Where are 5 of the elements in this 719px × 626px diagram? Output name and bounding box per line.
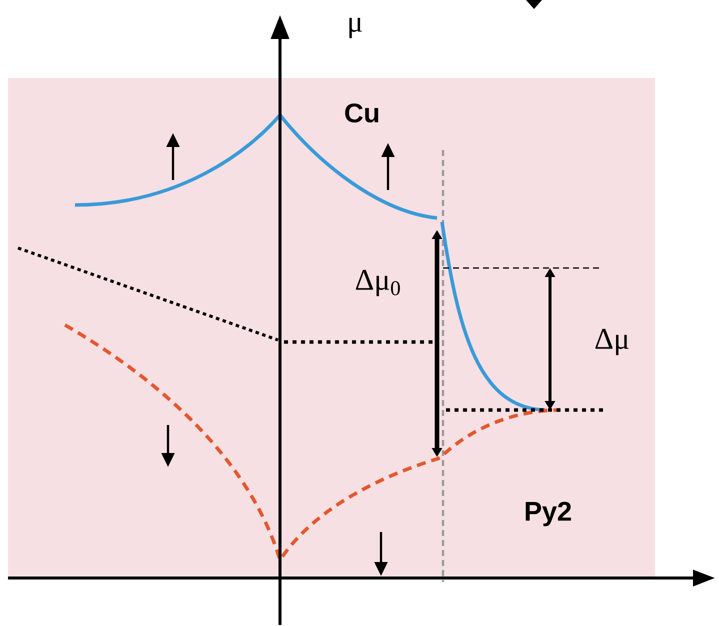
axis-label: μ (349, 18, 362, 38)
quantity-label: Δμ$_{0}$ (356, 270, 400, 296)
material-label: Cu (345, 103, 378, 123)
material-label: Py2 (526, 502, 571, 526)
quantity-label: Δμ (595, 328, 628, 356)
